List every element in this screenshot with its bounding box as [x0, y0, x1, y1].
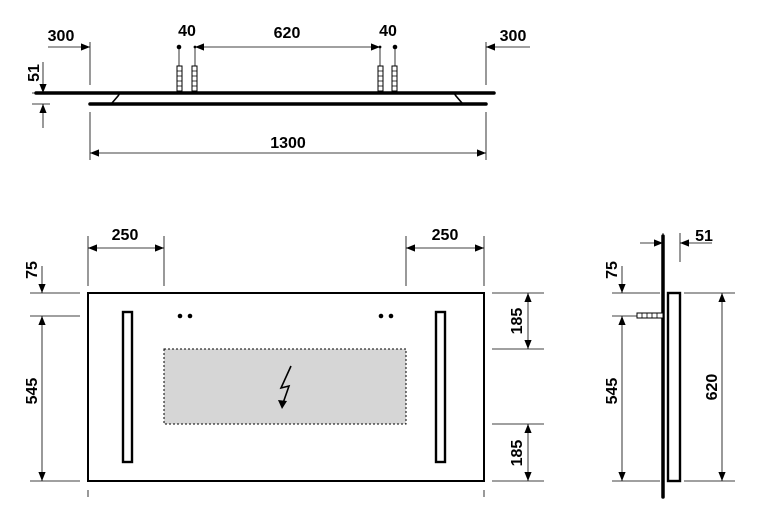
lightning-bolt-icon — [278, 365, 292, 409]
dim-front-upper-right: 185 — [509, 308, 526, 335]
mounting-hole — [187, 313, 193, 319]
front-view: 250 250 75 545 185 185 — [24, 227, 544, 497]
top-view: 300 40 620 40 300 51 1300 — [26, 23, 530, 160]
side-view: 51 75 545 620 — [604, 228, 735, 499]
dim-side-depth: 51 — [695, 228, 713, 245]
side-back-frame — [666, 291, 682, 483]
dim-top-depth: 51 — [26, 64, 43, 82]
dim-overall-width: 1300 — [270, 135, 306, 152]
mounting-hole — [177, 313, 183, 319]
mounting-hole — [378, 313, 384, 319]
led-strip-right — [434, 310, 447, 464]
dim-front-bracket-height: 545 — [24, 378, 41, 405]
dim-top-bracket-span: 620 — [274, 25, 301, 42]
dim-side-top-gap: 75 — [604, 261, 621, 279]
mounting-hole — [388, 313, 394, 319]
dim-top-bracket-right: 40 — [379, 23, 397, 40]
led-strip-left — [121, 310, 134, 464]
dim-top-left-offset: 300 — [48, 28, 75, 45]
dim-side-bracket-height: 545 — [604, 378, 621, 405]
dim-front-lower-right: 185 — [509, 440, 526, 467]
dim-top-bracket-left: 40 — [178, 23, 196, 40]
dim-front-right-margin: 250 — [432, 227, 459, 244]
dim-top-right-offset: 300 — [500, 28, 527, 45]
side-wall-anchor — [636, 312, 664, 319]
dim-side-total-height: 620 — [704, 374, 721, 401]
dim-front-top-gap: 75 — [24, 261, 41, 279]
dim-front-left-margin: 250 — [112, 227, 139, 244]
wall-anchors-left — [176, 65, 198, 92]
top-mirror-plate — [34, 91, 496, 106]
wall-anchors-right — [377, 65, 398, 92]
